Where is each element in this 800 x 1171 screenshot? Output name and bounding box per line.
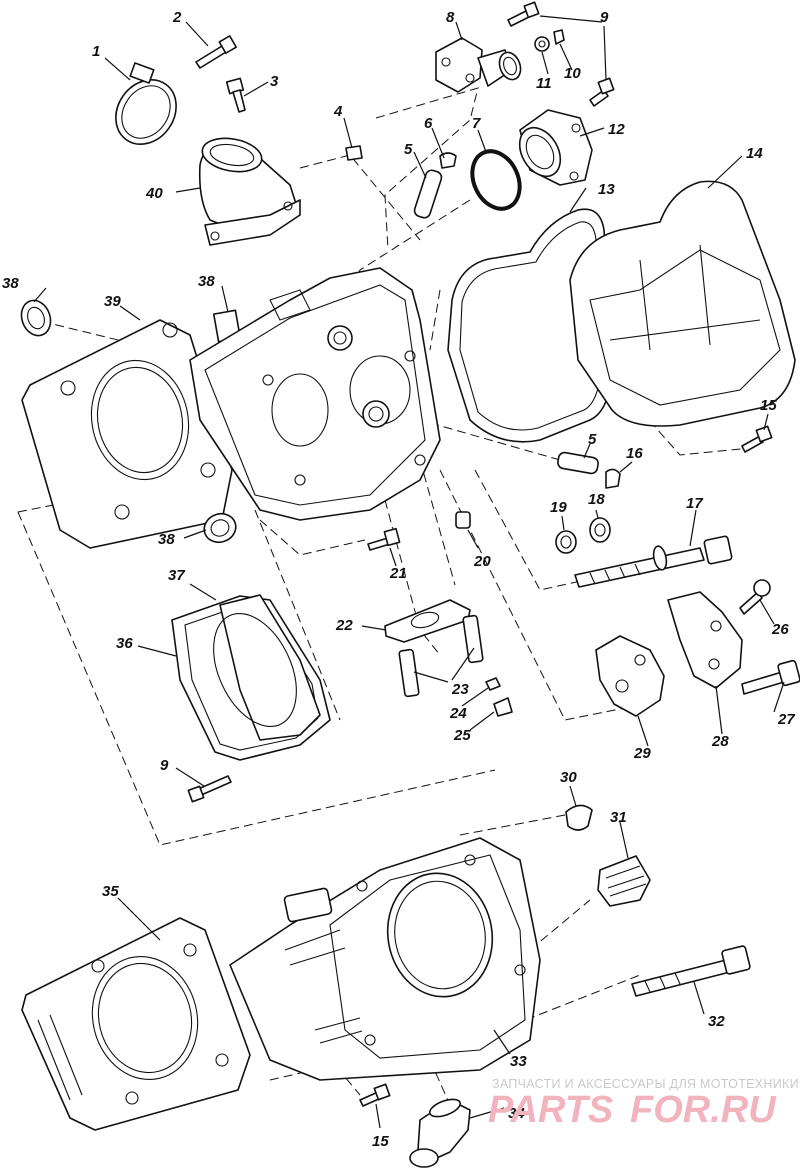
callout-4: 4: [333, 103, 343, 120]
callout-10: 10: [564, 65, 581, 82]
water-inlet-elbow: [409, 1098, 471, 1168]
callout-5-top: 5: [404, 141, 413, 158]
bolts-26-27: [739, 579, 800, 695]
cylinder-block: [229, 837, 541, 1081]
callout-7: 7: [472, 115, 481, 132]
callout-27: 27: [777, 711, 795, 728]
side-cover-and-gasket: [171, 594, 331, 761]
long-bolt-17: [574, 535, 733, 588]
water-outlet-elbow: [435, 37, 522, 93]
callout-34: 34: [508, 1105, 525, 1122]
engine-brackets: [595, 591, 743, 717]
callout-25: 25: [453, 727, 471, 744]
callout-38-mid: 38: [198, 273, 215, 290]
exhaust-gasket-and-studs: [384, 599, 513, 717]
screws-9-top: [507, 1, 615, 107]
watermark: ЗАПЧАСТИ И АКСЕССУАРЫ ДЛЯ МОТОТЕХНИКИ PA…: [488, 1077, 799, 1131]
clamp-screw: [195, 35, 237, 69]
watermark-brand-right: FOR.RU: [630, 1089, 777, 1131]
screw-and-washer: [534, 29, 565, 52]
callout-1: 1: [92, 43, 100, 60]
callout-18: 18: [588, 491, 605, 508]
callout-24: 24: [449, 705, 467, 722]
callout-16: 16: [626, 445, 643, 462]
hose-clamp: [115, 62, 177, 145]
callout-17: 17: [686, 495, 703, 512]
callout-3: 3: [270, 73, 279, 90]
intake-manifold: [198, 137, 301, 246]
valve-cover-gasket: [447, 208, 613, 443]
callout-5-mid: 5: [588, 431, 597, 448]
callout-20: 20: [473, 553, 491, 570]
callout-6: 6: [424, 115, 433, 132]
watermark-brand-left: PARTS: [488, 1089, 613, 1131]
watermark-tagline: ЗАПЧАСТИ И АКСЕССУАРЫ ДЛЯ МОТОТЕХНИКИ: [492, 1077, 799, 1091]
cylinder-head: [189, 267, 441, 521]
stud-bolt-32: [631, 945, 751, 997]
callout-8: 8: [446, 9, 455, 26]
base-gasket-35: [21, 917, 251, 1131]
callout-15-top: 15: [760, 397, 777, 414]
callout-15-low: 15: [372, 1133, 389, 1150]
callout-12: 12: [608, 121, 625, 138]
callout-30: 30: [560, 769, 577, 786]
callout-9-low: 9: [160, 757, 169, 774]
callout-26: 26: [771, 621, 789, 638]
callout-13: 13: [598, 181, 615, 198]
callout-39: 39: [104, 293, 121, 310]
oil-seals-38: [20, 299, 242, 544]
bolt-3: [225, 77, 246, 113]
callout-33: 33: [510, 1053, 527, 1070]
screws-15: [359, 425, 773, 1107]
callout-40: 40: [145, 185, 163, 202]
callout-labels: 1 2 3 4 6 5 7 8 9 10 11 12 13 14 40 38 3…: [2, 9, 795, 1150]
callout-29: 29: [633, 745, 651, 762]
callout-21: 21: [389, 565, 407, 582]
dowel-and-spacer: [565, 804, 651, 907]
callout-31: 31: [610, 809, 627, 826]
callout-32: 32: [708, 1013, 725, 1030]
callout-19: 19: [550, 499, 567, 516]
callout-36: 36: [116, 635, 133, 652]
callout-14: 14: [746, 145, 763, 162]
small-parts-top: [345, 145, 457, 219]
callout-38-left: 38: [2, 275, 19, 292]
screw-9-lower: [187, 775, 232, 803]
callout-2: 2: [172, 9, 182, 26]
callout-23: 23: [451, 681, 469, 698]
callout-9-top: 9: [600, 9, 609, 26]
callout-22: 22: [335, 617, 353, 634]
screw-21: [367, 527, 401, 551]
callout-38-low: 38: [158, 531, 175, 548]
valve-cover: [569, 180, 796, 427]
leader-lines: [33, 15, 785, 1129]
pins-and-caps: [455, 451, 621, 554]
callout-28: 28: [711, 733, 729, 750]
callout-35: 35: [102, 883, 119, 900]
o-ring: [470, 149, 522, 211]
callout-37: 37: [168, 567, 185, 584]
callout-11: 11: [536, 75, 552, 92]
thermostat-housing: [518, 109, 593, 186]
